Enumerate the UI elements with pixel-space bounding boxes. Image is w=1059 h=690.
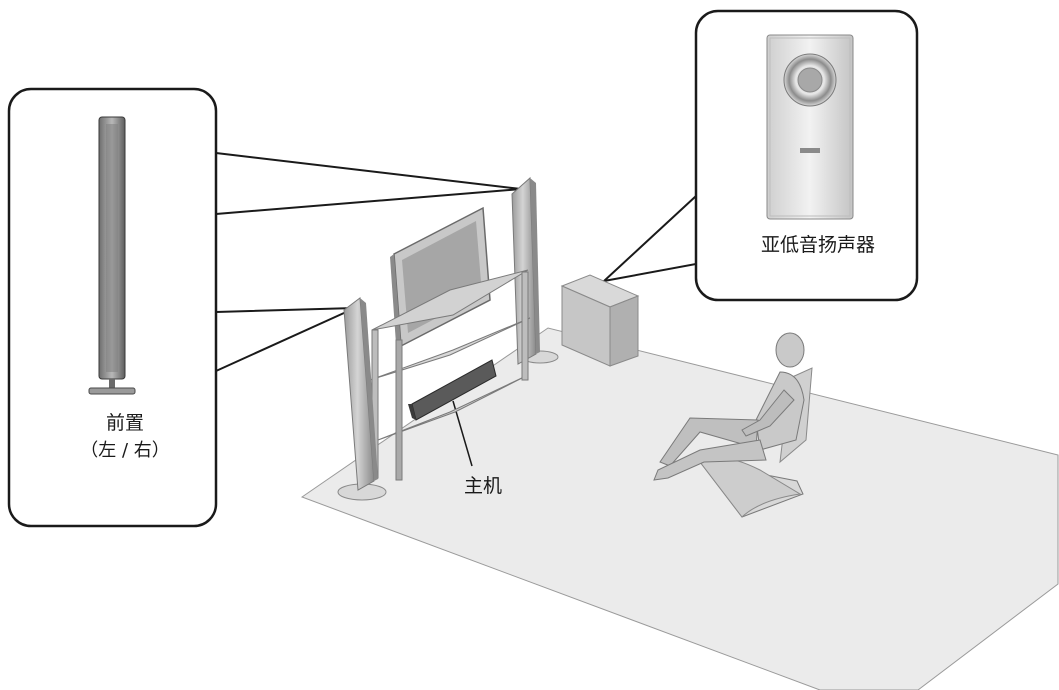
front-speaker-enlarged <box>88 116 136 395</box>
tv-rack <box>369 269 531 481</box>
front-callout-connector-upper <box>215 152 522 215</box>
subwoofer-enlarged <box>766 34 854 220</box>
main-unit-in-rack <box>408 359 497 421</box>
room-floor <box>300 327 1059 690</box>
subwoofer-in-room <box>560 274 640 367</box>
front-speaker-sublabel: （左 / 右） <box>80 440 170 461</box>
front-speaker-label: 前置 <box>105 412 144 434</box>
seated-listener <box>653 332 813 518</box>
main-unit-label: 主机 <box>463 475 502 497</box>
front-callout-connector-lower <box>215 307 356 372</box>
television <box>390 206 491 348</box>
subwoofer-badge <box>800 148 820 153</box>
front-speaker-left <box>337 297 387 501</box>
subwoofer-label: 亚低音扬声器 <box>760 234 875 256</box>
